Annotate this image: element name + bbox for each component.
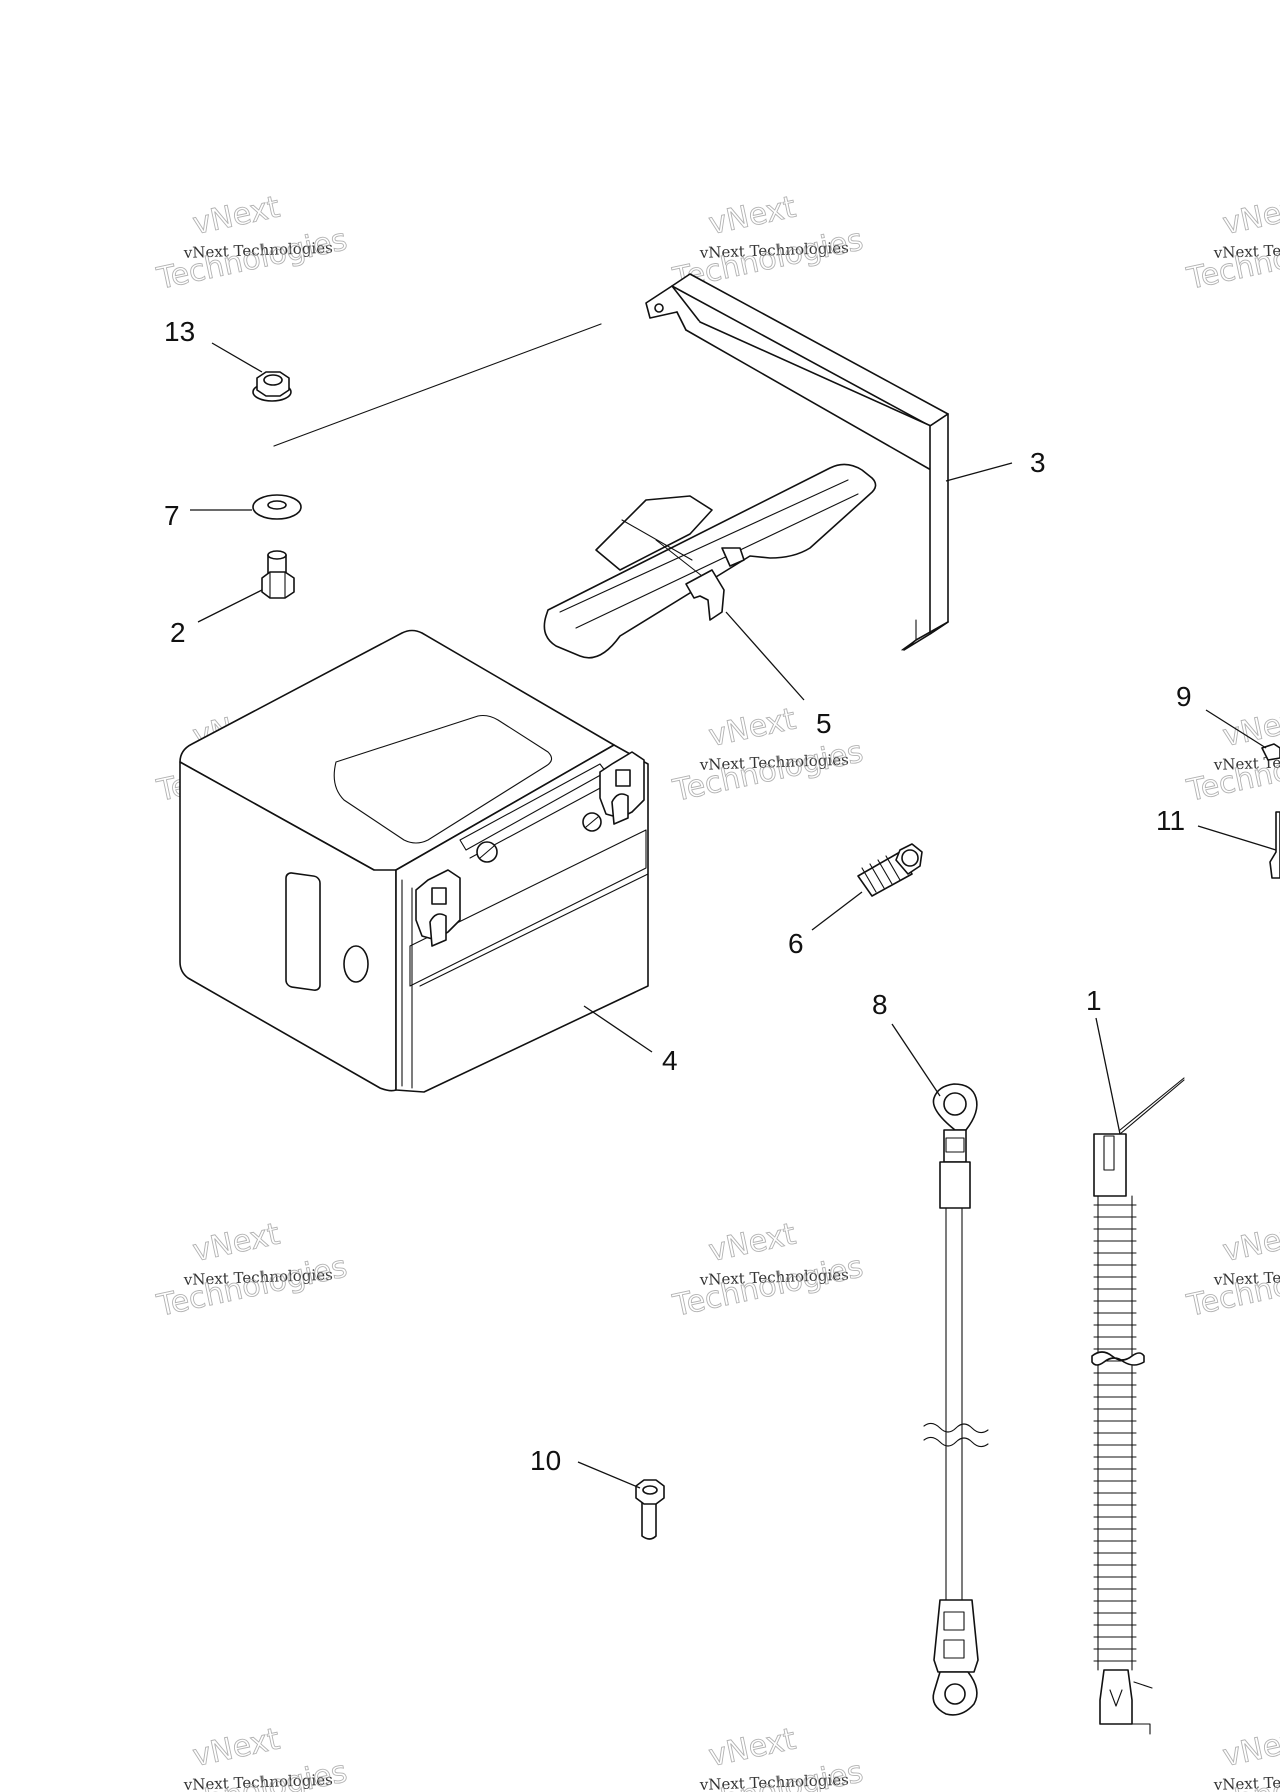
svg-text:vNext: vNext [190, 1722, 283, 1775]
svg-text:vNext Technologies: vNext Technologies [699, 751, 850, 774]
part-5-battery-pad[interactable] [543, 463, 877, 659]
svg-text:vNext: vNext [1220, 1217, 1280, 1270]
watermark: vNext vNext Technologies Technologies [153, 1216, 351, 1324]
callout-3: 3 [1030, 447, 1046, 478]
svg-text:vNext: vNext [1220, 190, 1280, 243]
part-4-battery[interactable] [179, 629, 649, 1093]
callout-7: 7 [164, 500, 180, 531]
svg-text:vNext: vNext [706, 702, 799, 755]
part-9-fastener[interactable] [1261, 743, 1280, 761]
explode-line [273, 323, 602, 447]
svg-text:vNext: vNext [706, 1722, 799, 1775]
callout-10: 10 [530, 1445, 561, 1476]
part-7-washer[interactable] [252, 494, 302, 520]
svg-text:vNext Technologies: vNext Technologies [183, 1266, 334, 1289]
callout-8: 8 [872, 989, 888, 1020]
part-3-hold-down-bracket[interactable] [645, 273, 949, 651]
watermark: vNext vNext Technologies Technologies [669, 1216, 867, 1324]
watermark: vNext vNext Technologies Technologies [1183, 1216, 1280, 1324]
svg-text:vNext: vNext [1220, 1722, 1280, 1775]
watermark: vNext vNext Technologies Technologies [153, 189, 351, 297]
callout-1: 1 [1086, 985, 1102, 1016]
watermark: vNext vNext Technologies Technologies [669, 701, 867, 809]
svg-text:vNext Technologies: vNext Technologies [1213, 239, 1280, 262]
svg-text:vNext Technologies: vNext Technologies [183, 1771, 334, 1792]
callout-9: 9 [1176, 681, 1192, 712]
callout-11: 11 [1156, 805, 1185, 836]
part-13-flange-nut[interactable] [252, 371, 292, 402]
svg-text:Technologies: Technologies [153, 1249, 350, 1324]
callout-13: 13 [164, 316, 195, 347]
callout-5: 5 [816, 708, 832, 739]
callout-4: 4 [662, 1045, 678, 1076]
svg-text:Technologies: Technologies [153, 222, 350, 297]
watermark: vNext vNext Technologies Technologies [1183, 189, 1280, 297]
part-6-bolt[interactable] [857, 843, 923, 897]
part-11-connector[interactable] [1269, 811, 1280, 879]
svg-text:vNext Technologies: vNext Technologies [699, 1771, 850, 1792]
svg-text:vNext: vNext [190, 190, 283, 243]
watermark: vNext vNext Technologies Technologies [1183, 1721, 1280, 1792]
part-10-screw[interactable] [635, 1479, 665, 1540]
svg-text:vNext Technologies: vNext Technologies [1213, 751, 1280, 774]
part-2-bolt[interactable] [261, 550, 295, 599]
part-8-ground-cable[interactable] [923, 1083, 989, 1716]
callout-2: 2 [170, 617, 186, 648]
watermark: vNext vNext Technologies Technologies [669, 1721, 867, 1792]
svg-text:Technologies: Technologies [669, 734, 866, 809]
convoluted-loom [1091, 1195, 1145, 1671]
svg-text:vNext Technologies: vNext Technologies [1213, 1771, 1280, 1792]
svg-text:vNext Technologies: vNext Technologies [1213, 1266, 1280, 1289]
leader-lines [190, 342, 1277, 1489]
svg-text:vNext: vNext [706, 190, 799, 243]
svg-text:Technologies: Technologies [669, 1249, 866, 1324]
callouts: 13 7 2 3 5 4 6 8 1 10 9 11 [164, 316, 1192, 1476]
svg-text:vNext: vNext [190, 1217, 283, 1270]
svg-text:vNext: vNext [706, 1217, 799, 1270]
part-1-positive-cable[interactable] [1091, 1077, 1185, 1735]
side-label-slot [285, 872, 321, 991]
svg-text:vNext Technologies: vNext Technologies [699, 1266, 850, 1289]
callout-6: 6 [788, 928, 804, 959]
watermark: vNext vNext Technologies Technologies [153, 1721, 351, 1792]
svg-text:vNext Technologies: vNext Technologies [183, 239, 334, 262]
svg-text:vNext Technologies: vNext Technologies [699, 239, 850, 262]
